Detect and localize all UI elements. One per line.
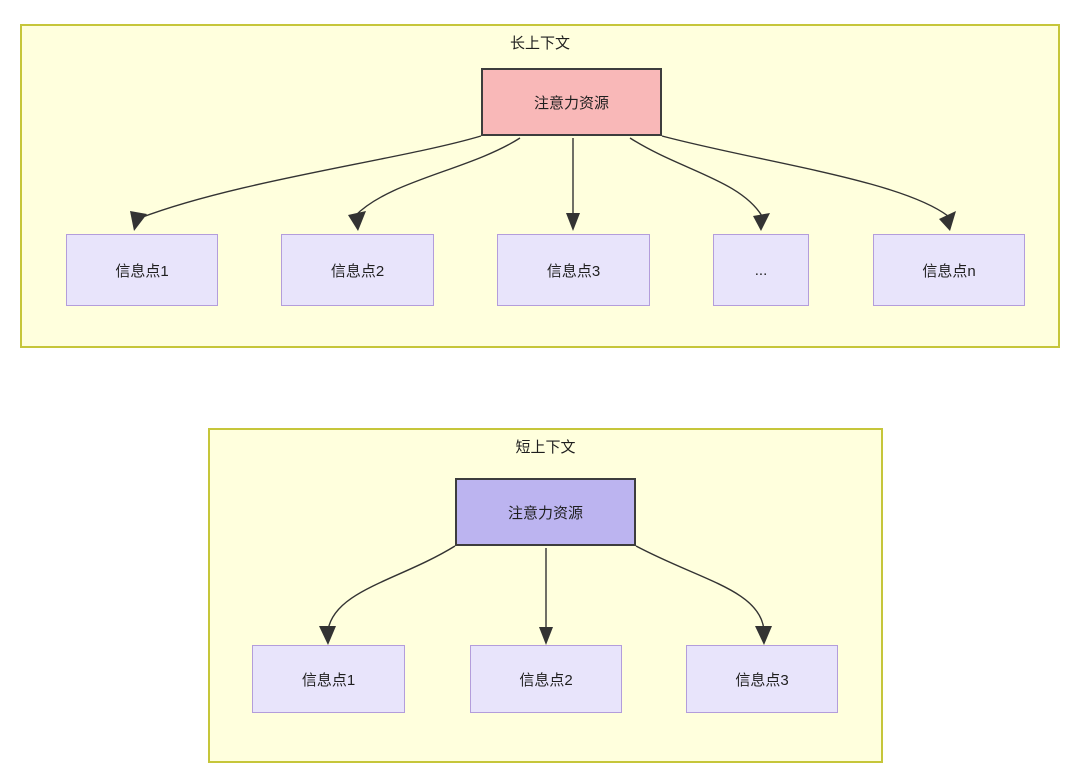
node-info-point-3-short[interactable]: 信息点3 — [686, 645, 838, 713]
node-info-point-2-long[interactable]: 信息点2 — [281, 234, 434, 306]
node-info-point-n-long[interactable]: 信息点n — [873, 234, 1025, 306]
node-label: ... — [754, 261, 768, 279]
node-info-point-2-short[interactable]: 信息点2 — [470, 645, 622, 713]
node-info-point-3-long[interactable]: 信息点3 — [497, 234, 650, 306]
node-label: 信息点2 — [519, 671, 573, 689]
node-label: 信息点3 — [546, 262, 601, 280]
node-info-point-1-long[interactable]: 信息点1 — [66, 234, 218, 306]
panel-long-context-title: 长上下文 — [509, 35, 570, 52]
node-info-point-1-short[interactable]: 信息点1 — [252, 645, 405, 713]
node-label: 信息点1 — [301, 671, 356, 689]
node-label: 信息点n — [922, 262, 976, 280]
node-attention-resource-short[interactable]: 注意力资源 — [455, 478, 636, 546]
node-label: 信息点2 — [330, 262, 385, 280]
node-label: 注意力资源 — [507, 504, 583, 522]
node-label: 信息点3 — [735, 671, 789, 689]
node-label: 信息点1 — [115, 262, 169, 280]
node-attention-resource-long[interactable]: 注意力资源 — [481, 68, 662, 136]
node-label: 注意力资源 — [533, 94, 609, 112]
node-info-point-ellipsis-long[interactable]: ... — [713, 234, 809, 306]
panel-short-context-title: 短上下文 — [515, 439, 576, 456]
